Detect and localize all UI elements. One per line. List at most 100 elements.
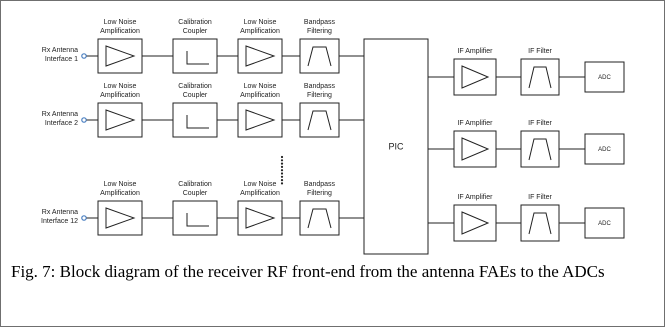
- ellipsis-dot: [280, 155, 284, 159]
- lna-stage-1-label-line1: Low Noise: [104, 19, 137, 26]
- figure-caption: Fig. 7: Block diagram of the receiver RF…: [11, 262, 605, 281]
- amplifier-triangle-icon: [105, 45, 136, 67]
- ellipsis-dot: [280, 172, 284, 175]
- if-amplifier-label: IF Amplifier: [457, 48, 493, 55]
- lna-stage-1: [97, 102, 143, 138]
- antenna-label-line2: Interface 1: [45, 56, 78, 63]
- calibration-coupler-label-line2: Coupler: [183, 28, 208, 35]
- bandpass-filter-label-line1: Bandpass: [304, 83, 336, 90]
- coupler-icon: [186, 115, 209, 129]
- amplifier-triangle: [461, 211, 490, 235]
- amplifier-triangle: [105, 207, 136, 229]
- amplifier-triangle-icon: [105, 109, 136, 131]
- bandpass-filter-label-line1: Bandpass: [304, 181, 336, 188]
- ellipsis-dot: [280, 159, 284, 162]
- adc-block: [584, 61, 625, 93]
- amplifier-triangle: [245, 45, 276, 67]
- pic-block: [363, 38, 429, 255]
- amplifier-triangle: [105, 109, 136, 131]
- if-amplifier-label: IF Amplifier: [457, 194, 493, 201]
- bandpass-filter-label-line2: Filtering: [307, 28, 332, 35]
- bandpass-curve: [307, 110, 332, 131]
- ellipsis-dot: [280, 162, 284, 165]
- if-filter-label: IF Filter: [528, 194, 552, 201]
- bandpass-curve: [528, 212, 552, 235]
- ellipsis-dot: [280, 179, 284, 182]
- pic-label: PIC: [388, 142, 404, 152]
- ellipsis-dot: [280, 175, 284, 178]
- ellipsis-dot: [280, 165, 284, 168]
- bandpass-curve: [528, 66, 552, 89]
- if-filter: [520, 130, 560, 168]
- bandpass-filter-label-line2: Filtering: [307, 92, 332, 99]
- lna-stage-2-label-line2: Amplification: [240, 92, 280, 99]
- if-amplifier: [453, 130, 497, 168]
- if-amplifier: [453, 204, 497, 242]
- antenna-label-line1: Rx Antenna: [42, 209, 78, 216]
- bandpass-curve: [307, 208, 332, 229]
- adc-label: ADC: [598, 221, 611, 227]
- lna-stage-1-label-line1: Low Noise: [104, 83, 137, 90]
- bandpass-filter: [299, 38, 340, 74]
- lna-stage-2-label-line1: Low Noise: [244, 181, 277, 188]
- bandpass-curve: [528, 138, 552, 161]
- bandpass-filter-icon: [307, 46, 332, 67]
- antenna-label-line1: Rx Antenna: [42, 47, 78, 54]
- amplifier-triangle-icon: [461, 137, 490, 161]
- lna-stage-1-label-line2: Amplification: [100, 92, 140, 99]
- amplifier-triangle: [245, 109, 276, 131]
- if-filter: [520, 58, 560, 96]
- ellipsis-dot: [280, 182, 284, 185]
- amplifier-triangle-icon: [245, 45, 276, 67]
- amplifier-triangle-icon: [461, 65, 490, 89]
- if-amplifier-label: IF Amplifier: [457, 120, 493, 127]
- bandpass-filter-label-line1: Bandpass: [304, 19, 336, 26]
- amplifier-triangle: [461, 137, 490, 161]
- amplifier-triangle-icon: [245, 207, 276, 229]
- bandpass-filter-icon: [307, 208, 332, 229]
- amplifier-triangle: [105, 45, 136, 67]
- adc-block: [584, 207, 625, 239]
- amplifier-triangle-icon: [105, 207, 136, 229]
- calibration-coupler: [172, 200, 218, 236]
- coupler-icon: [186, 51, 209, 65]
- amplifier-triangle-icon: [461, 211, 490, 235]
- bandpass-filter-icon: [528, 138, 552, 161]
- vertical-ellipsis-icon: [280, 155, 284, 185]
- if-filter-label: IF Filter: [528, 120, 552, 127]
- if-amplifier: [453, 58, 497, 96]
- antenna-port-icon: [81, 215, 87, 221]
- adc-label: ADC: [598, 75, 611, 81]
- bandpass-filter: [299, 200, 340, 236]
- calibration-coupler-label-line1: Calibration: [178, 181, 212, 188]
- calibration-coupler-label-line1: Calibration: [178, 19, 212, 26]
- antenna-port-icon: [81, 53, 87, 59]
- calibration-coupler: [172, 38, 218, 74]
- bandpass-filter-icon: [528, 212, 552, 235]
- antenna-label-line2: Interface 12: [41, 218, 78, 225]
- lna-stage-2-label-line2: Amplification: [240, 190, 280, 197]
- amplifier-triangle: [461, 65, 490, 89]
- lna-stage-1-label-line1: Low Noise: [104, 181, 137, 188]
- coupler-trace: [186, 51, 209, 65]
- bandpass-filter-icon: [528, 66, 552, 89]
- bandpass-filter: [299, 102, 340, 138]
- lna-stage-1-label-line2: Amplification: [100, 28, 140, 35]
- coupler-trace: [186, 115, 209, 129]
- calibration-coupler-label-line2: Coupler: [183, 92, 208, 99]
- antenna-port-icon: [81, 117, 87, 123]
- bandpass-filter-label-line2: Filtering: [307, 190, 332, 197]
- adc-label: ADC: [598, 147, 611, 153]
- lna-stage-2-label-line1: Low Noise: [244, 19, 277, 26]
- if-filter: [520, 204, 560, 242]
- amplifier-triangle: [245, 207, 276, 229]
- lna-stage-2-label-line1: Low Noise: [244, 83, 277, 90]
- coupler-trace: [186, 213, 209, 227]
- bandpass-filter-icon: [307, 110, 332, 131]
- calibration-coupler-label-line1: Calibration: [178, 83, 212, 90]
- antenna-label-line1: Rx Antenna: [42, 111, 78, 118]
- if-filter-label: IF Filter: [528, 48, 552, 55]
- antenna-label-line2: Interface 2: [45, 120, 78, 127]
